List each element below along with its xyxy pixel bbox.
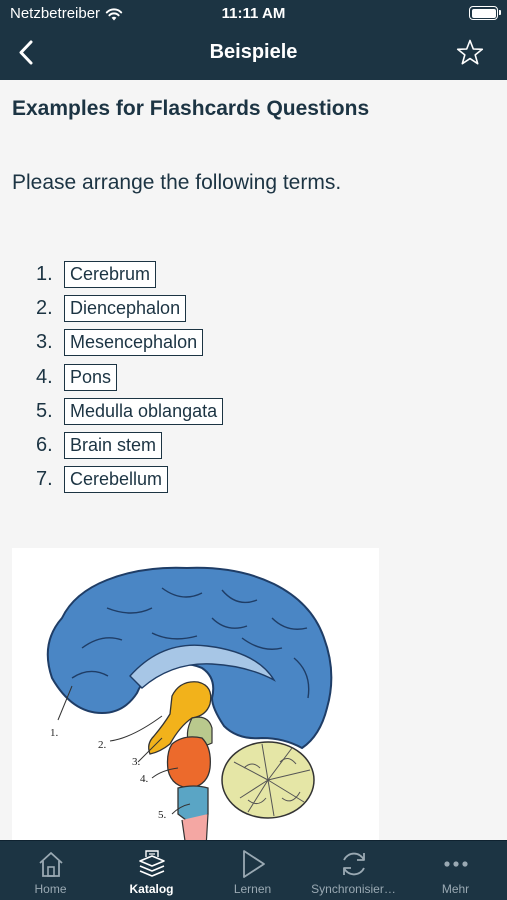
tab-synchronisieren[interactable]: Synchronisier… xyxy=(303,841,404,900)
tab-label: Mehr xyxy=(441,882,470,896)
section-heading: Examples for Flashcards Questions xyxy=(12,97,370,120)
tab-label: Home xyxy=(34,882,67,896)
carrier-label: Netzbetreiber xyxy=(10,5,101,22)
star-icon[interactable] xyxy=(455,38,485,68)
term-number: 2. xyxy=(36,296,53,319)
term-box[interactable]: Brain stem xyxy=(64,432,163,460)
figure-label: 2. xyxy=(98,739,107,751)
tab-mehr[interactable]: Mehr xyxy=(404,841,507,900)
pons-shape xyxy=(166,736,211,789)
term-number: 3. xyxy=(36,331,53,354)
figure-label: 3. xyxy=(132,756,141,768)
more-icon xyxy=(443,861,468,867)
term-number: 4. xyxy=(36,365,53,388)
tab-home[interactable]: Home xyxy=(0,841,101,900)
tab-label: Lernen xyxy=(233,882,272,896)
brain-diagram: 1. 2. 3. 4. 5. xyxy=(12,548,379,840)
figure-label: 4. xyxy=(140,773,149,785)
term-number: 6. xyxy=(36,434,53,457)
term-box[interactable]: Cerebrum xyxy=(64,260,157,288)
term-item: 3. Mesencephalon xyxy=(36,326,223,360)
tab-label: Synchronisier… xyxy=(311,882,396,896)
term-item: 7. Cerebellum xyxy=(36,463,223,497)
back-chevron-icon[interactable] xyxy=(12,38,42,68)
term-box[interactable]: Diencephalon xyxy=(64,294,187,322)
term-number: 1. xyxy=(36,262,53,285)
figure-label: 1. xyxy=(50,727,59,739)
status-bar: Netzbetreiber 11:11 AM xyxy=(0,0,507,28)
home-icon xyxy=(38,852,63,877)
term-number: 7. xyxy=(36,468,53,491)
term-item: 2. Diencephalon xyxy=(36,291,223,325)
tab-katalog[interactable]: Katalog xyxy=(101,841,202,900)
term-item: 1. Cerebrum xyxy=(36,257,223,291)
term-box[interactable]: Pons xyxy=(64,363,118,391)
top-bar: Netzbetreiber 11:11 AM Beispiele xyxy=(0,0,507,80)
brain-illustration: 1. 2. 3. 4. 5. xyxy=(46,566,333,840)
cerebellum-shape xyxy=(221,741,315,819)
catalog-icon xyxy=(138,850,165,877)
diencephalon-shape xyxy=(148,681,212,755)
battery-icon xyxy=(469,6,501,20)
term-list: 1. Cerebrum 2. Diencephalon 3. Mesencephalo… xyxy=(36,257,224,497)
figure-label: 5. xyxy=(158,809,167,821)
term-number: 5. xyxy=(36,399,53,422)
term-item: 6. Brain stem xyxy=(36,428,223,462)
tab-label: Katalog xyxy=(129,882,174,896)
wifi-icon xyxy=(105,7,123,20)
flashcard-content[interactable]: Examples for Flashcards Questions Please… xyxy=(0,80,507,840)
tab-bar: Home Katalog Lernen Synchronisier… xyxy=(0,840,507,900)
navigation-bar: Beispiele xyxy=(0,28,507,80)
term-item: 5. Medulla oblangata xyxy=(36,394,224,428)
question-prompt: Please arrange the following terms. xyxy=(12,171,342,194)
term-box[interactable]: Cerebellum xyxy=(64,466,169,494)
term-item: 4. Pons xyxy=(36,360,223,394)
play-icon xyxy=(242,850,265,878)
status-time: 11:11 AM xyxy=(221,5,286,22)
term-box[interactable]: Medulla oblangata xyxy=(64,397,224,425)
sync-icon xyxy=(342,852,365,876)
tab-lernen[interactable]: Lernen xyxy=(202,841,303,900)
term-box[interactable]: Mesencephalon xyxy=(64,329,204,357)
page-title: Beispiele xyxy=(209,41,298,63)
carrier: Netzbetreiber xyxy=(10,5,123,22)
